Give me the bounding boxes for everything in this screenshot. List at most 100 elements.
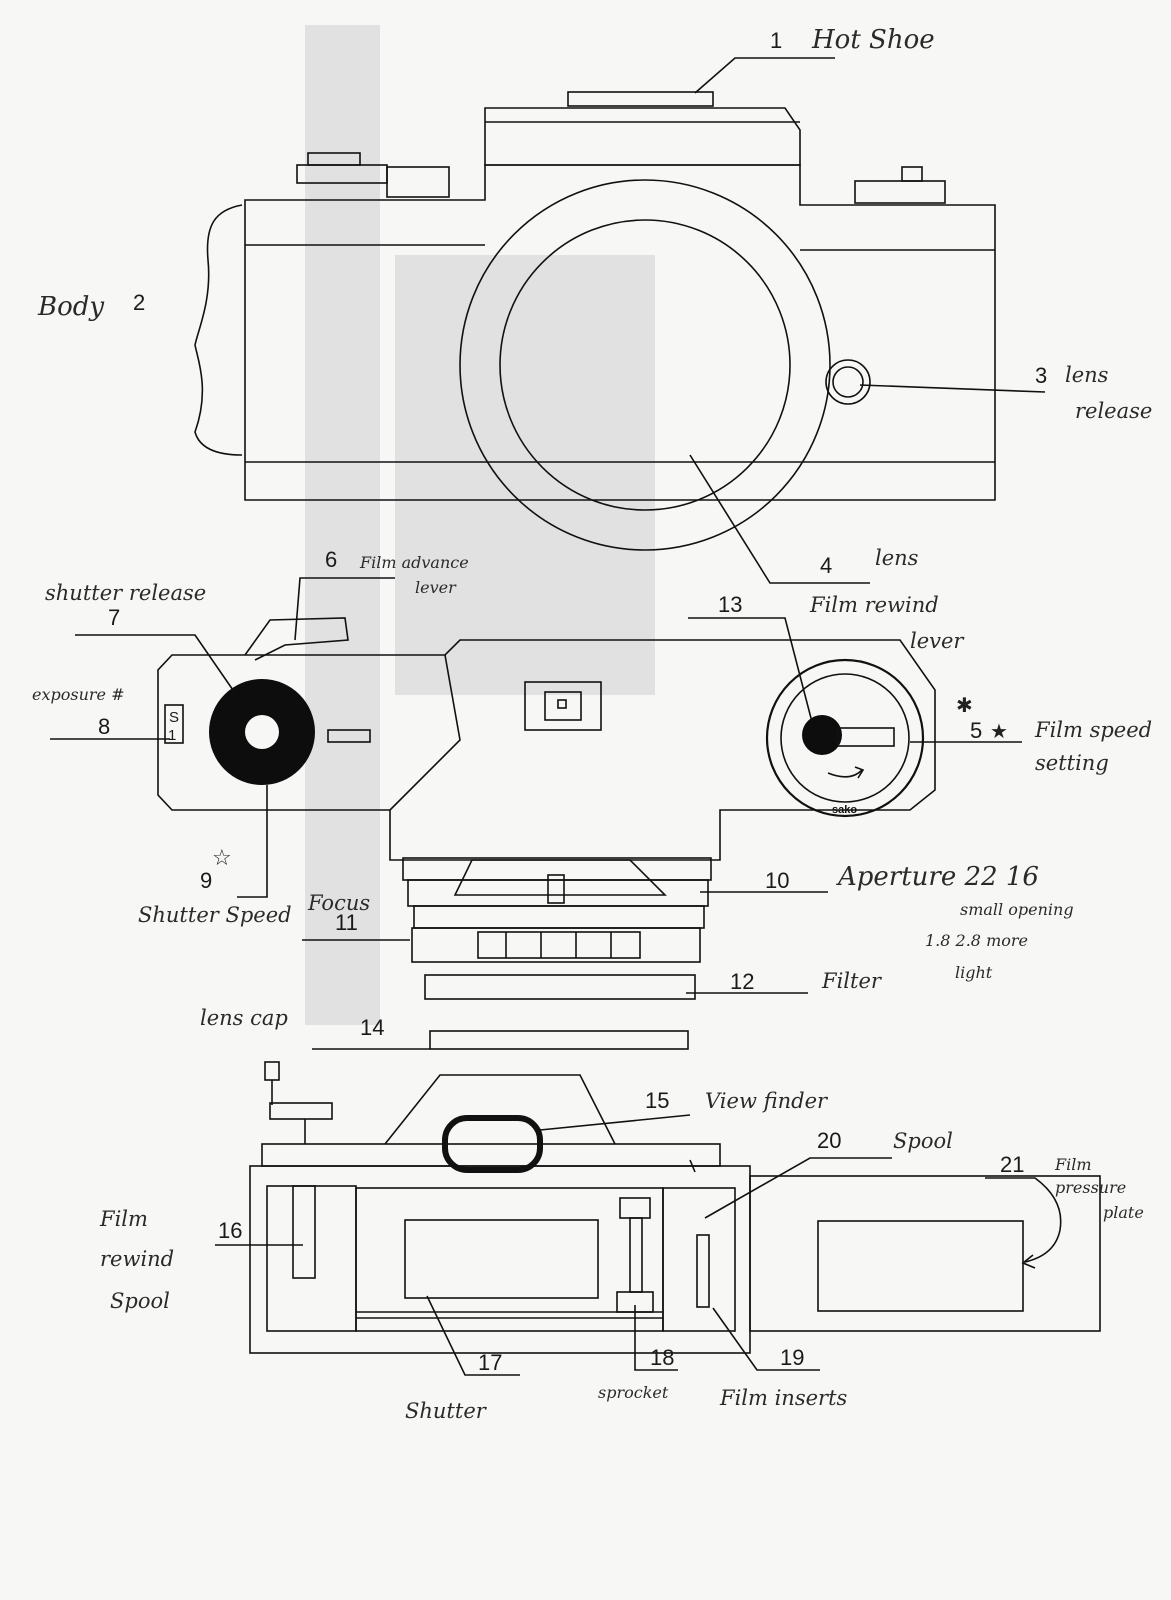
label-film-inserts: Film inserts xyxy=(719,1386,848,1410)
take-up-chamber xyxy=(662,1187,736,1332)
star-mark: ✱ xyxy=(956,693,973,717)
dial-marker xyxy=(327,729,371,743)
aperture-ring-upper xyxy=(402,857,712,881)
back-body-outline xyxy=(249,1165,751,1354)
label-shutter: Shutter xyxy=(405,1399,488,1423)
label-film-pressure-2: pressure xyxy=(1055,1178,1126,1197)
leader-hot-shoe xyxy=(694,57,835,94)
shutter-release-button xyxy=(245,715,279,749)
label-film-speed-1: Film speed xyxy=(1034,718,1152,742)
leader-pressure-plate xyxy=(985,1177,1062,1263)
aperture-index xyxy=(547,874,565,904)
camera-front-view xyxy=(194,91,996,551)
sprocket-shaft xyxy=(629,1217,643,1293)
top-window-inner xyxy=(544,691,582,721)
sprocket-top xyxy=(619,1197,651,1219)
top-body-outline xyxy=(157,639,936,861)
camera-body-outline xyxy=(244,164,996,501)
callout-11: 11 xyxy=(335,910,358,935)
rewind-arrow-head xyxy=(854,766,865,779)
callout-8: 8 xyxy=(98,714,110,739)
leader-film-advance xyxy=(294,577,395,641)
exposure-counter xyxy=(164,704,184,744)
label-film-rewind-spool-1: Film xyxy=(99,1207,148,1231)
callout-16: 16 xyxy=(218,1218,242,1243)
label-lens-cap: lens cap xyxy=(200,1006,288,1030)
label-sprocket: sprocket xyxy=(598,1383,669,1402)
label-exposure: exposure # xyxy=(32,685,125,704)
film-rewind-chamber xyxy=(266,1185,357,1332)
callout-6: 6 xyxy=(325,547,337,572)
leader-lines xyxy=(50,57,1062,1376)
label-film-rewind-lever-2: lever xyxy=(910,629,965,653)
label-film-rewind-lever-1: Film rewind xyxy=(809,593,939,617)
film-pressure-plate xyxy=(817,1220,1024,1312)
callout-17: 17 xyxy=(478,1350,502,1375)
callout-9: 9 xyxy=(200,868,212,893)
leader-sprocket xyxy=(634,1305,678,1371)
callout-19: 19 xyxy=(780,1345,804,1370)
exposure-counter-bottom: 1 xyxy=(168,727,176,744)
label-aperture-note-3: light xyxy=(955,963,993,982)
label-film-pressure-3: plate xyxy=(1103,1203,1144,1222)
film-insert-slot xyxy=(696,1234,710,1308)
hot-shoe xyxy=(567,91,714,107)
top-body-crease xyxy=(389,654,461,811)
label-focus: Focus xyxy=(307,891,370,915)
label-film-advance-1: Film advance xyxy=(359,553,469,572)
lens-cap xyxy=(429,1030,689,1050)
shutter-curtain xyxy=(404,1219,599,1299)
focus-scale xyxy=(477,931,641,959)
dial-brand: sako xyxy=(832,804,857,816)
callout-21: 21 xyxy=(1000,1152,1024,1177)
leader-shutter-release xyxy=(75,634,236,694)
film-rewind-spool xyxy=(292,1185,316,1279)
body-brace xyxy=(194,204,243,456)
top-window-dot xyxy=(557,699,567,709)
label-hot-shoe: Hot Shoe xyxy=(811,25,935,55)
label-film-advance-2: lever xyxy=(415,578,457,597)
callout-14: 14 xyxy=(360,1015,384,1040)
label-lens-release-2: release xyxy=(1075,399,1152,423)
callout-20: 20 xyxy=(817,1128,841,1153)
label-film-rewind-spool-2: rewind xyxy=(100,1247,174,1271)
filter-ring xyxy=(424,974,696,1000)
rewind-crank-arm xyxy=(269,1102,333,1120)
callout-2: 2 xyxy=(133,290,145,315)
film-rails xyxy=(356,1311,663,1319)
camera-top-view: S 1 sako xyxy=(157,617,936,1050)
exposure-counter-top: S xyxy=(169,709,179,726)
callout-7: 7 xyxy=(108,605,120,630)
callout-3: 3 xyxy=(1035,363,1047,388)
lens-mount-inner xyxy=(499,219,791,511)
label-shutter-speed: Shutter Speed xyxy=(138,903,292,927)
left-top-block xyxy=(386,166,450,198)
label-film-speed-2: setting xyxy=(1035,751,1109,775)
leader-shutter-speed xyxy=(237,785,268,898)
label-viewfinder: View finder xyxy=(705,1089,829,1113)
lens-release-inner xyxy=(832,366,864,398)
label-aperture-note-1: small opening xyxy=(960,900,1074,919)
film-advance-lever xyxy=(244,617,349,661)
star-mark: ☆ xyxy=(212,846,232,871)
leader-spool xyxy=(704,1157,892,1219)
leader-lens-release xyxy=(859,384,1046,393)
label-body: Body xyxy=(37,292,104,322)
focus-ring-upper xyxy=(413,905,705,929)
background-ghost xyxy=(305,25,380,1025)
lens-barrel-top xyxy=(453,859,667,896)
back-door xyxy=(749,1175,1101,1332)
label-filter: Filter xyxy=(821,969,883,993)
handwritten-labels: Hot Shoe Body lens release lens Film adv… xyxy=(32,25,1152,1423)
leader-lens xyxy=(689,454,870,584)
callout-5: 5 xyxy=(970,718,982,743)
leader-pressure-arrow xyxy=(1021,1254,1036,1269)
rewind-arrow xyxy=(827,769,863,778)
lens-mount-outer xyxy=(459,179,831,551)
focus-ring xyxy=(411,927,701,963)
callout-4: 4 xyxy=(820,553,832,578)
film-rewind-dial-inner xyxy=(780,673,910,803)
right-knob xyxy=(901,166,923,182)
